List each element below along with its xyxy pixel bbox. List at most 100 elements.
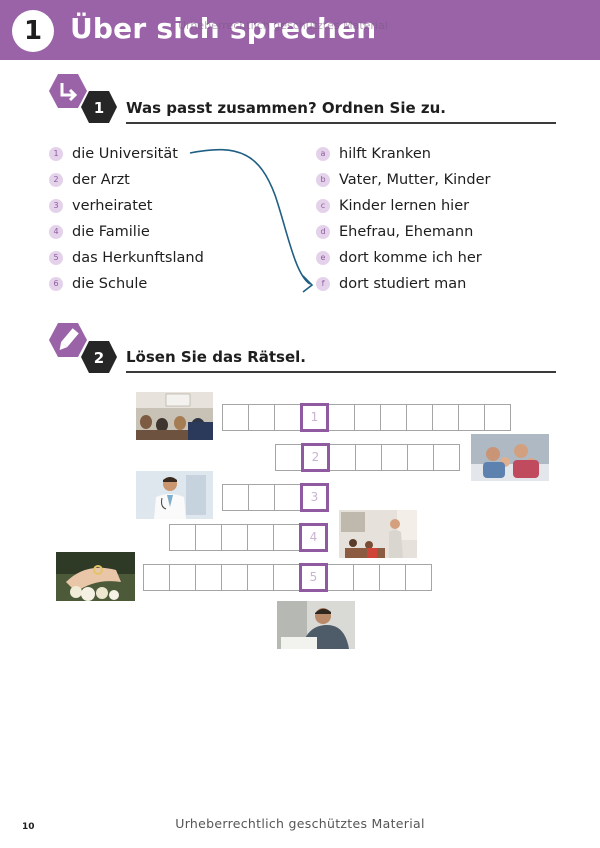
crossword-key-cell[interactable]: 5	[299, 563, 328, 592]
item-marker: d	[316, 225, 330, 239]
crossword-cell[interactable]	[221, 564, 248, 591]
crossword-key-cell[interactable]: 1	[300, 403, 329, 432]
crossword-row: 1	[222, 403, 511, 432]
item-text: das Herkunftsland	[72, 250, 204, 266]
matching-icon	[49, 74, 87, 108]
crossword-cell[interactable]	[405, 564, 432, 591]
crossword-cell[interactable]	[247, 564, 274, 591]
crossword-cell[interactable]	[195, 524, 222, 551]
crossword-cell[interactable]	[458, 404, 485, 431]
svg-text:2: 2	[94, 349, 104, 367]
crossword-cell[interactable]	[406, 404, 433, 431]
item-text: Ehefrau, Ehemann	[339, 224, 474, 240]
item-text: die Familie	[72, 224, 150, 240]
exercise-number-badge: 1	[81, 91, 117, 123]
crossword-row: 5	[143, 563, 432, 592]
crossword-cell[interactable]	[247, 524, 274, 551]
list-item: c Kinder lernen hier	[316, 196, 469, 216]
crossword-cell[interactable]	[274, 404, 301, 431]
svg-text:1: 1	[94, 99, 104, 117]
item-text: Vater, Mutter, Kinder	[339, 172, 491, 188]
crossword-cell[interactable]	[484, 404, 511, 431]
crossword-key-cell[interactable]: 4	[299, 523, 328, 552]
item-text: dort komme ich her	[339, 250, 482, 266]
crossword-cell[interactable]	[353, 564, 380, 591]
list-item: 2 der Arzt	[49, 170, 130, 190]
item-marker: b	[316, 173, 330, 187]
chapter-header: 1 Über sich sprechen Urheberrechtlich ge…	[0, 0, 600, 60]
list-item: e dort komme ich her	[316, 248, 482, 268]
crossword-cell[interactable]	[169, 564, 196, 591]
list-item: 4 die Familie	[49, 222, 150, 242]
item-marker: 5	[49, 251, 63, 265]
item-marker: 1	[49, 147, 63, 161]
crossword-cell[interactable]	[221, 524, 248, 551]
crossword-cell[interactable]	[273, 564, 300, 591]
chapter-title: Über sich sprechen	[70, 12, 377, 45]
crossword-row: 2	[275, 443, 460, 472]
item-marker: a	[316, 147, 330, 161]
crossword-cell[interactable]	[433, 444, 460, 471]
list-item: a hilft Kranken	[316, 144, 431, 164]
crossword-cell[interactable]	[380, 404, 407, 431]
classroom-photo	[339, 510, 417, 558]
item-marker: f	[316, 277, 330, 291]
item-marker: e	[316, 251, 330, 265]
crossword-cell[interactable]	[169, 524, 196, 551]
crossword-cell[interactable]	[407, 444, 434, 471]
crossword-cell[interactable]	[222, 484, 249, 511]
item-marker: 2	[49, 173, 63, 187]
item-text: hilft Kranken	[339, 146, 431, 162]
crossword-cell[interactable]	[248, 404, 275, 431]
exercise-1-rule	[126, 122, 556, 124]
copyright-footer: Urheberrechtlich geschütztes Material	[175, 816, 425, 831]
lecture-hall-photo	[136, 392, 213, 440]
crossword-cell[interactable]	[274, 484, 301, 511]
list-item: d Ehefrau, Ehemann	[316, 222, 473, 242]
page-number: 10	[22, 822, 35, 832]
item-marker: 6	[49, 277, 63, 291]
crossword-cell[interactable]	[222, 404, 249, 431]
crossword-cell[interactable]	[354, 404, 381, 431]
example-arrow	[189, 148, 314, 293]
list-item: 6 die Schule	[49, 274, 147, 294]
pencil-icon	[49, 323, 87, 357]
crossword-row: 4	[169, 523, 328, 552]
crossword-key-cell[interactable]: 3	[300, 483, 329, 512]
list-item: 5 das Herkunftsland	[49, 248, 204, 268]
crossword-cell[interactable]	[379, 564, 406, 591]
exercise-2-title: Lösen Sie das Rätsel.	[126, 348, 306, 366]
list-item: 1 die Universität	[49, 144, 178, 164]
item-text: der Arzt	[72, 172, 130, 188]
crossword-cell[interactable]	[327, 564, 354, 591]
crossword-cell[interactable]	[248, 484, 275, 511]
exercise-number-badge: 2	[81, 341, 117, 373]
crossword-cell[interactable]	[381, 444, 408, 471]
crossword-cell[interactable]	[143, 564, 170, 591]
crossword-cell[interactable]	[328, 404, 355, 431]
chapter-number: 1	[12, 10, 54, 52]
item-marker: 3	[49, 199, 63, 213]
item-text: dort studiert man	[339, 276, 467, 292]
crossword-cell[interactable]	[329, 444, 356, 471]
crossword-cell[interactable]	[195, 564, 222, 591]
crossword-key-cell[interactable]: 2	[301, 443, 330, 472]
item-text: Kinder lernen hier	[339, 198, 470, 214]
crossword-cell[interactable]	[355, 444, 382, 471]
exercise-1-title: Was passt zusammen? Ordnen Sie zu.	[126, 99, 446, 117]
list-item: b Vater, Mutter, Kinder	[316, 170, 490, 190]
crossword-cell[interactable]	[273, 524, 300, 551]
list-item: f dort studiert man	[316, 274, 466, 294]
item-text: die Schule	[72, 276, 148, 292]
crossword-row: 3	[222, 483, 329, 512]
item-text: die Universität	[72, 146, 178, 162]
family-photo	[471, 434, 549, 481]
item-marker: 4	[49, 225, 63, 239]
item-text: verheiratet	[72, 198, 153, 214]
crossword-cell[interactable]	[275, 444, 302, 471]
item-marker: c	[316, 199, 330, 213]
list-item: 3 verheiratet	[49, 196, 153, 216]
crossword-cell[interactable]	[432, 404, 459, 431]
exercise-2-rule	[126, 371, 556, 373]
header-watermark: Urheberrechtlich geschütztes Material	[178, 19, 388, 32]
